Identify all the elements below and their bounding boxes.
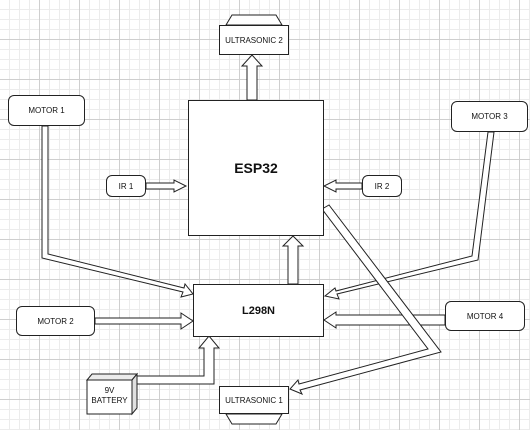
motor4-label: MOTOR 4 — [466, 311, 504, 321]
motor1-label: MOTOR 1 — [28, 106, 65, 115]
arrow-ir1-to-esp32 — [145, 179, 188, 193]
esp32-label: ESP32 — [234, 160, 278, 176]
ir1-box: IR 1 — [106, 175, 146, 197]
motor4-box: MOTOR 4 — [445, 301, 525, 331]
ultrasonic1-box: ULTRASONIC 1 — [219, 386, 289, 414]
motor3-box: MOTOR 3 — [451, 101, 528, 132]
arrow-esp32-to-ultrasonic2 — [240, 54, 264, 101]
arrow-battery-to-l298n — [135, 335, 221, 385]
arrow-l298n-to-esp32 — [281, 235, 305, 285]
battery-front-face — [86, 379, 133, 415]
motor3-label: MOTOR 3 — [471, 112, 508, 121]
arrow-motor4-to-l298n — [323, 311, 446, 329]
battery-label: 9V BATTERY — [87, 386, 132, 406]
battery-side-face — [131, 372, 138, 416]
arrow-motor3-to-l298n — [323, 131, 495, 300]
arrow-motor2-to-l298n — [94, 312, 194, 330]
ultrasonic2-sensor-shape — [225, 14, 283, 26]
motor2-label: MOTOR 2 — [37, 316, 74, 326]
ultrasonic2-box: ULTRASONIC 2 — [219, 25, 289, 55]
l298n-label: L298N — [241, 304, 276, 317]
ir2-box: IR 2 — [362, 175, 402, 197]
battery-voltage-text: 9V — [104, 386, 115, 395]
ultrasonic1-sensor-shape — [225, 413, 283, 425]
arrow-motor1-to-l298n — [41, 125, 194, 298]
ultrasonic2-label: ULTRASONIC 2 — [225, 35, 283, 45]
arrow-ir2-to-esp32 — [322, 179, 363, 193]
esp32-box: ESP32 — [188, 100, 324, 236]
battery-top-face — [85, 373, 139, 381]
l298n-box: L298N — [193, 284, 324, 337]
motor2-box: MOTOR 2 — [16, 306, 95, 336]
ultrasonic1-label: ULTRASONIC 1 — [225, 395, 283, 405]
motor1-box: MOTOR 1 — [8, 95, 85, 126]
battery-name-text: BATTERY — [91, 396, 128, 405]
arrow-esp32-to-ultrasonic1 — [289, 204, 442, 395]
ir2-label: IR 2 — [374, 181, 390, 191]
ir1-label: IR 1 — [118, 181, 134, 191]
